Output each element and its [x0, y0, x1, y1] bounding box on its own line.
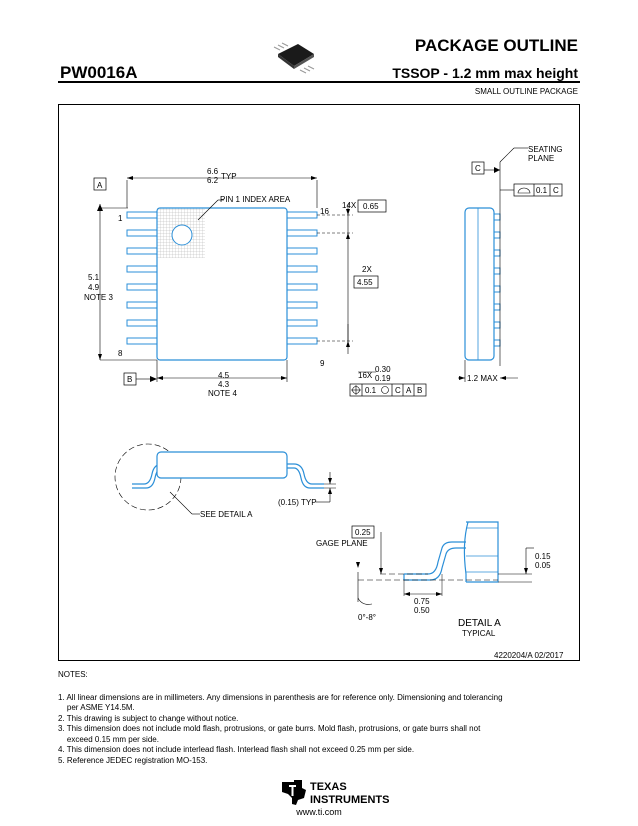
lead-width-max: 0.30 — [375, 365, 391, 374]
pin8-label: 8 — [118, 349, 123, 358]
foot-length-min: 0.50 — [414, 606, 430, 615]
standoff-max: 0.15 — [535, 552, 551, 561]
datum-b: B — [127, 375, 132, 384]
top-view: 6.6 6.2 TYP A 5.1 4.9 NOTE 3 1 8 9 16 PI… — [84, 167, 427, 398]
package-drawing: 6.6 6.2 TYP A 5.1 4.9 NOTE 3 1 8 9 16 PI… — [84, 145, 564, 660]
package-type: SMALL OUTLINE PACKAGE — [474, 87, 578, 96]
ti-logo: TEXAS INSTRUMENTS — [280, 778, 390, 811]
drawing-frame — [58, 104, 580, 661]
pin1-index-label: PIN 1 INDEX AREA — [220, 195, 291, 204]
seating-plane-label-1: SEATING — [528, 145, 563, 154]
note-line: 2. This drawing is subject to change wit… — [58, 713, 239, 723]
span-count: 2X — [362, 265, 372, 274]
note-line: 4. This dimension does not include inter… — [58, 745, 415, 754]
flatness-datum: C — [553, 186, 559, 195]
datum-c: C — [475, 164, 481, 173]
pitch-count: 14X — [342, 201, 357, 210]
gage-plane-label: GAGE PLANE — [316, 539, 368, 548]
note-line: 5. Reference JEDEC registration MO-153. — [58, 755, 208, 765]
length-dim-min: 4.9 — [88, 283, 100, 292]
lead-thickness: (0.15) TYP — [278, 498, 317, 507]
position-tol-value: 0.1 — [365, 386, 377, 395]
see-detail-label: SEE DETAIL A — [200, 510, 253, 519]
position-tolerance-frame: 0.1 C A B — [349, 383, 427, 397]
package-thumbnail-image — [272, 40, 320, 79]
note-line: exceed 0.15 mm per side. — [58, 734, 159, 744]
detail-subtitle: TYPICAL — [462, 629, 496, 638]
side-view: C SEATING PLANE 0.1 C 1.2 MAX — [458, 145, 563, 383]
length-dim-max: 5.1 — [88, 273, 100, 282]
note-line: 1. All linear dimensions are in millimet… — [58, 692, 503, 702]
detail-title: DETAIL A — [458, 618, 501, 629]
header-rule — [58, 81, 580, 83]
width-dim-min: 6.2 — [207, 176, 219, 185]
ti-logo-line2: INSTRUMENTS — [310, 794, 389, 806]
note-line: 3. This dimension does not include mold … — [58, 724, 481, 733]
package-outline-title: PACKAGE OUTLINE — [414, 36, 578, 55]
lead-width-min: 0.19 — [375, 374, 391, 383]
length-dim-note: NOTE 3 — [84, 293, 113, 302]
body-width-note: NOTE 4 — [208, 389, 237, 398]
angle-label: 0°-8° — [358, 613, 376, 622]
pin16-label: 16 — [320, 207, 329, 216]
package-subtitle: TSSOP - 1.2 mm max height — [392, 65, 578, 81]
datum-a-box — [93, 177, 107, 191]
pin9-label: 9 — [320, 359, 325, 368]
document-id: 4220204/A 02/2017 — [494, 651, 564, 660]
flatness-value: 0.1 — [536, 186, 548, 195]
front-view: (0.15) TYP SEE DETAIL A — [114, 443, 336, 519]
lead-width-count: 16X — [358, 371, 373, 380]
gage-value: 0.25 — [355, 528, 371, 537]
pin1-index-circle — [171, 224, 193, 246]
width-dim-typ: TYP — [221, 172, 237, 181]
notes-section: NOTES: 1. All linear dimensions are in m… — [58, 670, 588, 766]
notes-heading: NOTES: — [58, 670, 88, 679]
flatness-tolerance-frame: 0.1 C — [500, 183, 563, 197]
texas-state-icon — [282, 780, 306, 805]
position-tol-datum-c: C — [395, 386, 401, 395]
standoff-min: 0.05 — [535, 561, 551, 570]
part-number: PW0016A — [60, 63, 138, 82]
position-tol-datum-b: B — [417, 386, 422, 395]
package-body-front — [156, 451, 288, 479]
datum-c-box — [471, 161, 485, 175]
package-body-top — [156, 207, 288, 361]
footer-url[interactable]: www.ti.com — [296, 807, 342, 817]
max-height: 1.2 MAX — [467, 374, 498, 383]
note-line: per ASME Y14.5M. — [58, 703, 135, 712]
detail-a-view: 0.25 GAGE PLANE 0.15 0.05 0.75 0.50 0°-8… — [316, 521, 551, 638]
seating-plane-label-2: PLANE — [528, 154, 554, 163]
pitch-value: 0.65 — [363, 202, 379, 211]
span-value: 4.55 — [357, 278, 373, 287]
foot-length-max: 0.75 — [414, 597, 430, 606]
ti-logo-line1: TEXAS — [310, 781, 347, 793]
position-tol-datum-a: A — [406, 386, 412, 395]
body-width-max: 4.5 — [218, 371, 230, 380]
body-width-min: 4.3 — [218, 380, 230, 389]
datum-a: A — [97, 181, 103, 190]
pin1-label: 1 — [118, 214, 123, 223]
width-dim-max: 6.6 — [207, 167, 219, 176]
